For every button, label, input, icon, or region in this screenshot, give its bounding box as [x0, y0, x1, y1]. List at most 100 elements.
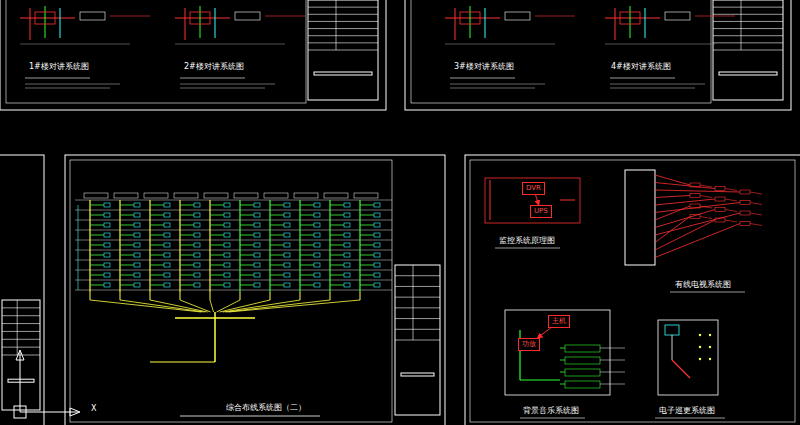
outlet-box — [224, 263, 230, 267]
branch-cable — [330, 265, 344, 266]
outlet-box — [254, 263, 260, 267]
tv-lead — [700, 206, 712, 208]
branch-cable — [300, 245, 314, 246]
title-underline — [520, 418, 585, 419]
lead-wire — [600, 384, 625, 385]
outlet-box — [344, 213, 350, 217]
equipment-box: DVR — [522, 182, 545, 195]
outlet-box — [224, 203, 230, 207]
outlet-box — [104, 263, 110, 267]
branch-cable — [150, 225, 164, 226]
branch-cable — [90, 275, 104, 276]
riser-cable — [239, 200, 240, 292]
outlet-box — [374, 233, 380, 237]
intercom-box — [35, 12, 55, 24]
branch-cable — [90, 255, 104, 256]
tv-outlet — [690, 215, 700, 219]
outlet-box — [224, 273, 230, 277]
title-block-col — [741, 0, 742, 50]
riser-cable — [90, 292, 91, 300]
outlet-box — [374, 273, 380, 277]
catv-branch — [655, 217, 690, 243]
branch-cable — [90, 285, 104, 286]
tv-outlet — [715, 218, 725, 222]
outlet-box — [134, 263, 140, 267]
lead-wire — [265, 16, 305, 17]
outlet-box — [284, 273, 290, 277]
title-block-bar — [314, 72, 372, 75]
branch-cable — [240, 235, 254, 236]
inner-frame — [411, 0, 711, 103]
floor-line — [75, 270, 392, 271]
tv-lead — [750, 203, 762, 205]
base-line — [175, 44, 285, 45]
inner-frame — [470, 160, 795, 422]
sheet-frame — [465, 155, 800, 425]
sheet-frame — [405, 0, 791, 110]
audio-line — [560, 372, 565, 373]
branch-cable — [180, 275, 194, 276]
intercom-riser — [455, 8, 456, 40]
catv-branch — [655, 213, 740, 235]
branch-cable — [330, 205, 344, 206]
branch-cable — [330, 275, 344, 276]
outlet-box — [194, 223, 200, 227]
outlet-box — [374, 253, 380, 257]
branch-cable — [300, 215, 314, 216]
title-block-col — [336, 0, 337, 50]
outlet-box — [284, 203, 290, 207]
outlet-box — [374, 243, 380, 247]
outlet-box — [254, 253, 260, 257]
tv-outlet — [715, 187, 725, 191]
outlet-box — [104, 283, 110, 287]
tv-outlet — [740, 211, 750, 215]
tv-outlet — [740, 222, 750, 226]
lead-wire — [600, 372, 625, 373]
intercom-riser — [45, 6, 46, 38]
outlet-box — [314, 213, 320, 217]
audio-frame — [505, 310, 610, 395]
branch-cable — [240, 225, 254, 226]
branch-cable — [300, 285, 314, 286]
title-block-row — [395, 297, 440, 298]
signal-connector — [537, 328, 550, 338]
floor-line — [75, 240, 392, 241]
intercom-box — [190, 12, 210, 24]
branch-cable — [90, 245, 104, 246]
branch-cable — [210, 275, 224, 276]
branch-cable — [150, 235, 164, 236]
branch-cable — [120, 275, 134, 276]
title-block-row — [308, 21, 378, 22]
intercom-wire — [445, 18, 500, 19]
outlet-box — [224, 233, 230, 237]
diagram-title: 监控系统原理图 — [498, 236, 556, 246]
branch-cable — [360, 275, 374, 276]
title-underline — [610, 78, 675, 79]
intercom-box — [620, 12, 640, 24]
outlet-box — [194, 233, 200, 237]
riser-cable — [330, 292, 331, 300]
title-underline — [655, 418, 725, 419]
branch-cable — [180, 205, 194, 206]
equipment-box: UPS — [530, 205, 552, 218]
equipment-box: 主机 — [548, 315, 570, 328]
patrol-line — [672, 335, 673, 360]
tv-outlet — [690, 194, 700, 198]
outlet-box — [164, 283, 170, 287]
branch-cable — [90, 225, 104, 226]
branch-cable — [330, 285, 344, 286]
branch-cable — [150, 205, 164, 206]
equipment-label: DVR — [526, 184, 541, 193]
outlet-box — [344, 263, 350, 267]
branch-cable — [240, 245, 254, 246]
outlet-box — [314, 233, 320, 237]
tv-lead — [750, 213, 762, 215]
title-block-row — [713, 50, 783, 51]
outlet-box — [164, 213, 170, 217]
inner-frame — [70, 160, 392, 422]
outlet-box — [134, 223, 140, 227]
riser-cable — [299, 200, 300, 292]
outlet-box — [284, 233, 290, 237]
